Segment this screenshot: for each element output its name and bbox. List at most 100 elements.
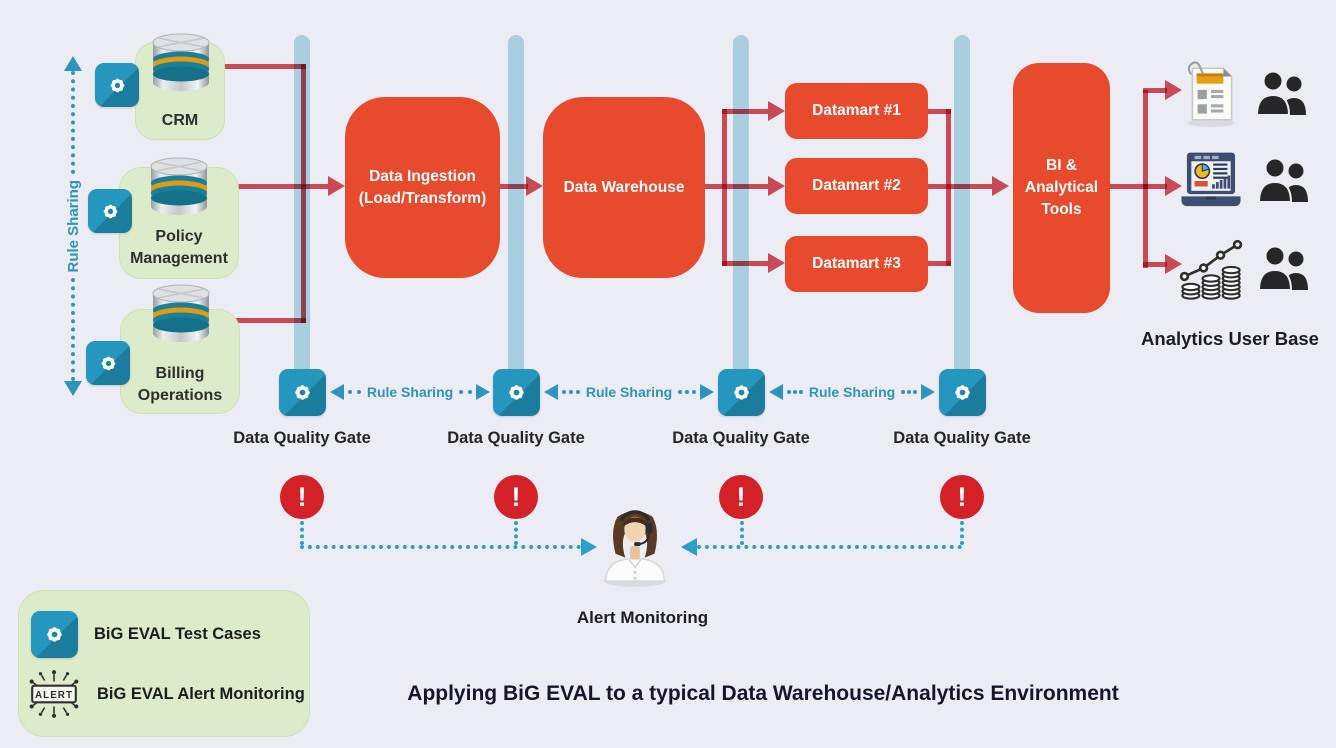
arrowhead-datamart1	[768, 101, 785, 121]
flow-user-split	[1143, 90, 1148, 268]
dotted-line	[71, 278, 75, 382]
arrowhead-users1	[1165, 80, 1182, 100]
source-label-crm: CRM	[161, 112, 199, 129]
database-icon	[150, 157, 208, 216]
dotted-line	[562, 390, 580, 394]
report-document-icon	[1187, 61, 1235, 127]
gate-label: Data Quality Gate	[893, 429, 1031, 447]
source-label-policy: Policy Management	[130, 228, 228, 267]
rule-sharing-vertical: Rule Sharing	[54, 56, 92, 397]
arrow-left-icon	[681, 538, 697, 556]
flow-to-users2	[1143, 184, 1167, 189]
flow-warehouse-out	[705, 184, 768, 189]
arrowhead-to-bi	[992, 176, 1009, 196]
support-operator-icon	[603, 510, 667, 587]
database-icon	[152, 33, 210, 92]
flow-to-users3	[1143, 262, 1167, 267]
rule-sharing-label: Rule Sharing	[808, 384, 896, 400]
dotted-line	[901, 390, 918, 394]
test-case-gear-icon	[95, 63, 139, 107]
flow-to-datamart3	[722, 261, 768, 266]
source-label-billing: Billing Operations	[137, 365, 223, 404]
arrow-right-icon	[700, 384, 715, 400]
bi-tools-box: BI & Analytical Tools	[1013, 63, 1110, 313]
flow-bi-out	[1110, 184, 1148, 189]
alert-line	[300, 521, 304, 545]
legend-item-alert-monitoring: ALERT BiG EVAL Alert Monitoring	[27, 667, 305, 721]
alert-exclamation-icon: !	[940, 475, 984, 519]
alert-line	[300, 545, 581, 549]
legend-item-test-cases: BiG EVAL Test Cases	[31, 611, 261, 658]
gate-gear-icon	[939, 369, 986, 416]
dotted-line	[71, 71, 75, 174]
alert-monitoring-label: Alert Monitoring	[576, 608, 709, 627]
diagram-title: Applying BiG EVAL to a typical Data Ware…	[407, 682, 1119, 705]
arrow-left-icon	[330, 384, 344, 400]
alert-exclamation-icon: !	[719, 475, 763, 519]
quality-gate-bar-2	[508, 35, 524, 373]
arrowhead-datamart3	[768, 253, 785, 273]
flow-billing-line	[214, 318, 306, 323]
arrow-right-icon	[581, 538, 597, 556]
dotted-line	[678, 390, 697, 394]
growth-chart-coins-icon	[1179, 239, 1243, 300]
flow-datamart-split	[722, 109, 727, 266]
alert-line	[697, 545, 962, 549]
gate-label: Data Quality Gate	[672, 429, 810, 447]
analytics-user-base-label: Analytics User Base	[1141, 328, 1319, 349]
arrowhead-datamart2	[768, 176, 785, 196]
gate-label: Data Quality Gate	[447, 429, 585, 447]
alert-icon: ALERT	[29, 670, 79, 718]
users-icon	[1258, 158, 1309, 203]
user-group-dashboards	[1176, 150, 1312, 212]
flow-crm-line	[214, 64, 306, 69]
arrowhead-to-warehouse	[526, 176, 543, 196]
alert-line	[960, 521, 964, 545]
legend-label: BiG EVAL Alert Monitoring	[97, 684, 305, 703]
arrow-right-icon	[921, 384, 936, 400]
arrow-up-icon	[64, 56, 82, 71]
datamart3-box: Datamart #3	[785, 236, 928, 292]
quality-gate-bar-3	[733, 35, 749, 373]
user-group-analytics	[1176, 238, 1312, 300]
flow-to-datamart1	[722, 109, 768, 114]
quality-gate-bar-4	[954, 35, 970, 373]
rule-sharing-label: Rule Sharing	[366, 384, 454, 400]
alert-exclamation-icon: !	[494, 475, 538, 519]
flow-to-ingestion	[214, 184, 328, 189]
rule-sharing-link-2: Rule Sharing	[544, 382, 715, 402]
database-icon	[152, 284, 210, 343]
gate-gear-icon	[718, 369, 765, 416]
arrow-left-icon	[769, 384, 783, 400]
gate-label: Data Quality Gate	[233, 429, 371, 447]
dotted-line	[787, 390, 803, 394]
gate-gear-icon	[493, 369, 540, 416]
test-case-gear-icon	[86, 341, 130, 385]
gate-gear-icon	[279, 369, 326, 416]
users-icon	[1256, 71, 1307, 116]
datamart2-box: Datamart #2	[785, 158, 928, 214]
datamart1-box: Datamart #1	[785, 83, 928, 139]
data-ingestion-box: Data Ingestion (Load/Transform)	[345, 97, 500, 278]
alert-line	[740, 521, 744, 545]
arrowhead-users3	[1165, 254, 1182, 274]
rule-sharing-vertical-label: Rule Sharing	[64, 179, 82, 273]
rule-sharing-label: Rule Sharing	[585, 384, 673, 400]
flow-ingestion-warehouse	[500, 184, 528, 189]
arrow-down-icon	[64, 381, 82, 397]
alert-icon-text: ALERT	[35, 690, 73, 701]
user-group-reports	[1178, 58, 1310, 130]
flow-datamart3-out	[928, 261, 951, 266]
alert-line	[514, 521, 518, 545]
users-icon	[1258, 246, 1309, 291]
rule-sharing-link-3: Rule Sharing	[769, 382, 936, 402]
flow-to-users1	[1143, 88, 1167, 93]
gear-icon	[31, 611, 78, 658]
arrow-right-icon	[476, 384, 491, 400]
data-warehouse-box: Data Warehouse	[543, 97, 705, 278]
flow-sources-vertical	[301, 64, 306, 323]
dotted-line	[459, 390, 473, 394]
flow-to-bi	[928, 184, 992, 189]
legend-label: BiG EVAL Test Cases	[94, 625, 261, 643]
